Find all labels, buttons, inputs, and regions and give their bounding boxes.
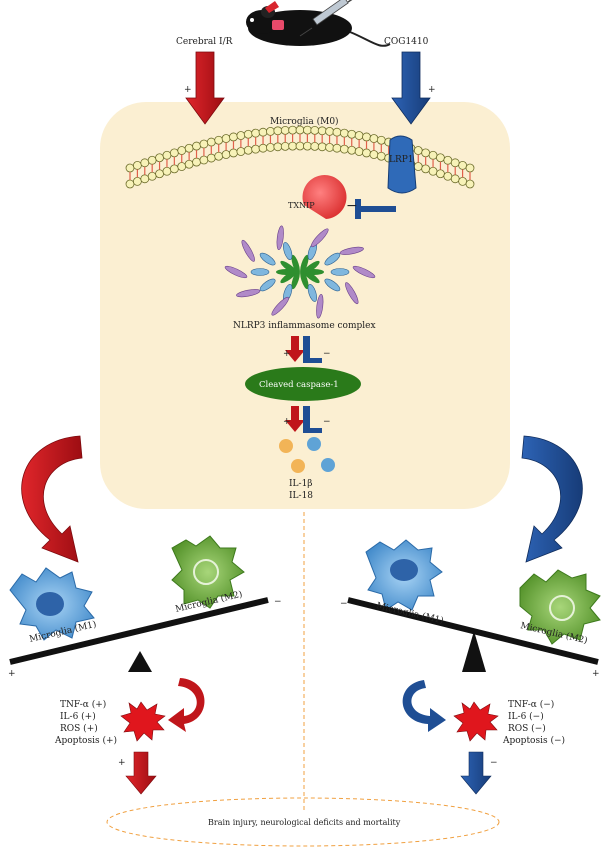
right-outcome-arrow — [460, 751, 492, 795]
right-marker-il6: IL-6 (−) — [508, 711, 544, 722]
blue-down-arrow-top — [391, 51, 431, 125]
seesaw-right-beam — [347, 597, 599, 665]
txnip-icon — [302, 175, 347, 219]
right-feedback-arrow — [402, 680, 446, 732]
right-plus-sign: + — [428, 85, 436, 95]
left-outcome-arrow — [125, 751, 157, 795]
right-marker-ros: ROS (−) — [508, 723, 546, 734]
left-marker-il6: IL-6 (+) — [60, 711, 96, 722]
seesaw-left-beam — [9, 597, 269, 665]
syringe-icon — [299, 0, 353, 37]
step1-minus: − — [323, 349, 331, 359]
outcome-ellipse — [106, 797, 500, 847]
right-low-sign: + — [592, 669, 600, 679]
cerebral-ir-label: Cerebral I/R — [176, 37, 233, 47]
seesaw-left-fulcrum — [128, 651, 152, 672]
seesaw-right-fulcrum — [462, 631, 486, 672]
step1-plus: + — [283, 349, 291, 359]
red-curved-arrow — [21, 435, 83, 563]
cytokine-dot — [291, 459, 305, 473]
nlrp3-label: NLRP3 inflammasome complex — [233, 321, 376, 331]
step2-plus: + — [283, 417, 291, 427]
left-low-sign: + — [8, 669, 16, 679]
blue-curved-arrow — [521, 435, 583, 563]
step2-arrow — [285, 406, 322, 433]
left-outcome-sign: + — [118, 758, 126, 768]
right-high-sign: − — [340, 599, 348, 609]
microglia-cell — [100, 102, 510, 509]
cytokine-dot — [279, 439, 293, 453]
right-marker-apoptosis: Apoptosis (−) — [502, 735, 565, 746]
left-marker-ros: ROS (+) — [60, 723, 98, 734]
caspase-label: Cleaved caspase-1 — [259, 380, 339, 390]
microglia-m1-right-icon — [365, 539, 443, 611]
step2-minus: − — [323, 417, 331, 427]
step1-arrow — [285, 336, 322, 363]
microglia-m1-left-icon — [9, 567, 95, 641]
cog1410-label: COG1410 — [384, 37, 429, 47]
cytokine-dot — [307, 437, 321, 451]
right-burst-icon — [453, 701, 499, 742]
outcome-label: Brain injury, neurological deficits and … — [208, 818, 401, 827]
lrp1-receptor-icon — [387, 135, 417, 194]
left-burst-icon — [120, 701, 166, 742]
inhibition-arrow — [355, 199, 396, 219]
lrp1-label: LRP1 — [389, 155, 414, 165]
left-plus-sign: + — [184, 85, 192, 95]
red-down-arrow-top — [185, 51, 225, 125]
right-outcome-sign: − — [490, 758, 498, 768]
txnip-label: TXNIP — [288, 201, 315, 210]
mouse-icon — [246, 1, 391, 47]
left-marker-tnf: TNF-α (+) — [60, 699, 106, 710]
il18-label: IL-18 — [289, 491, 313, 501]
cytokine-dot — [321, 458, 335, 472]
right-marker-tnf: TNF-α (−) — [508, 699, 554, 710]
left-feedback-arrow — [168, 678, 205, 732]
nlrp3-complex-icon — [224, 225, 376, 319]
left-marker-apoptosis: Apoptosis (+) — [54, 735, 117, 746]
left-high-sign: − — [274, 597, 282, 607]
inhibit-sign: − — [346, 198, 358, 214]
il1b-label: IL-1β — [289, 479, 313, 489]
microglia-m2-left-icon — [171, 535, 245, 609]
caspase-ellipse — [245, 367, 361, 401]
cell-title: Microglia (M0) — [270, 116, 339, 127]
microglia-m2-right-icon — [519, 569, 601, 645]
